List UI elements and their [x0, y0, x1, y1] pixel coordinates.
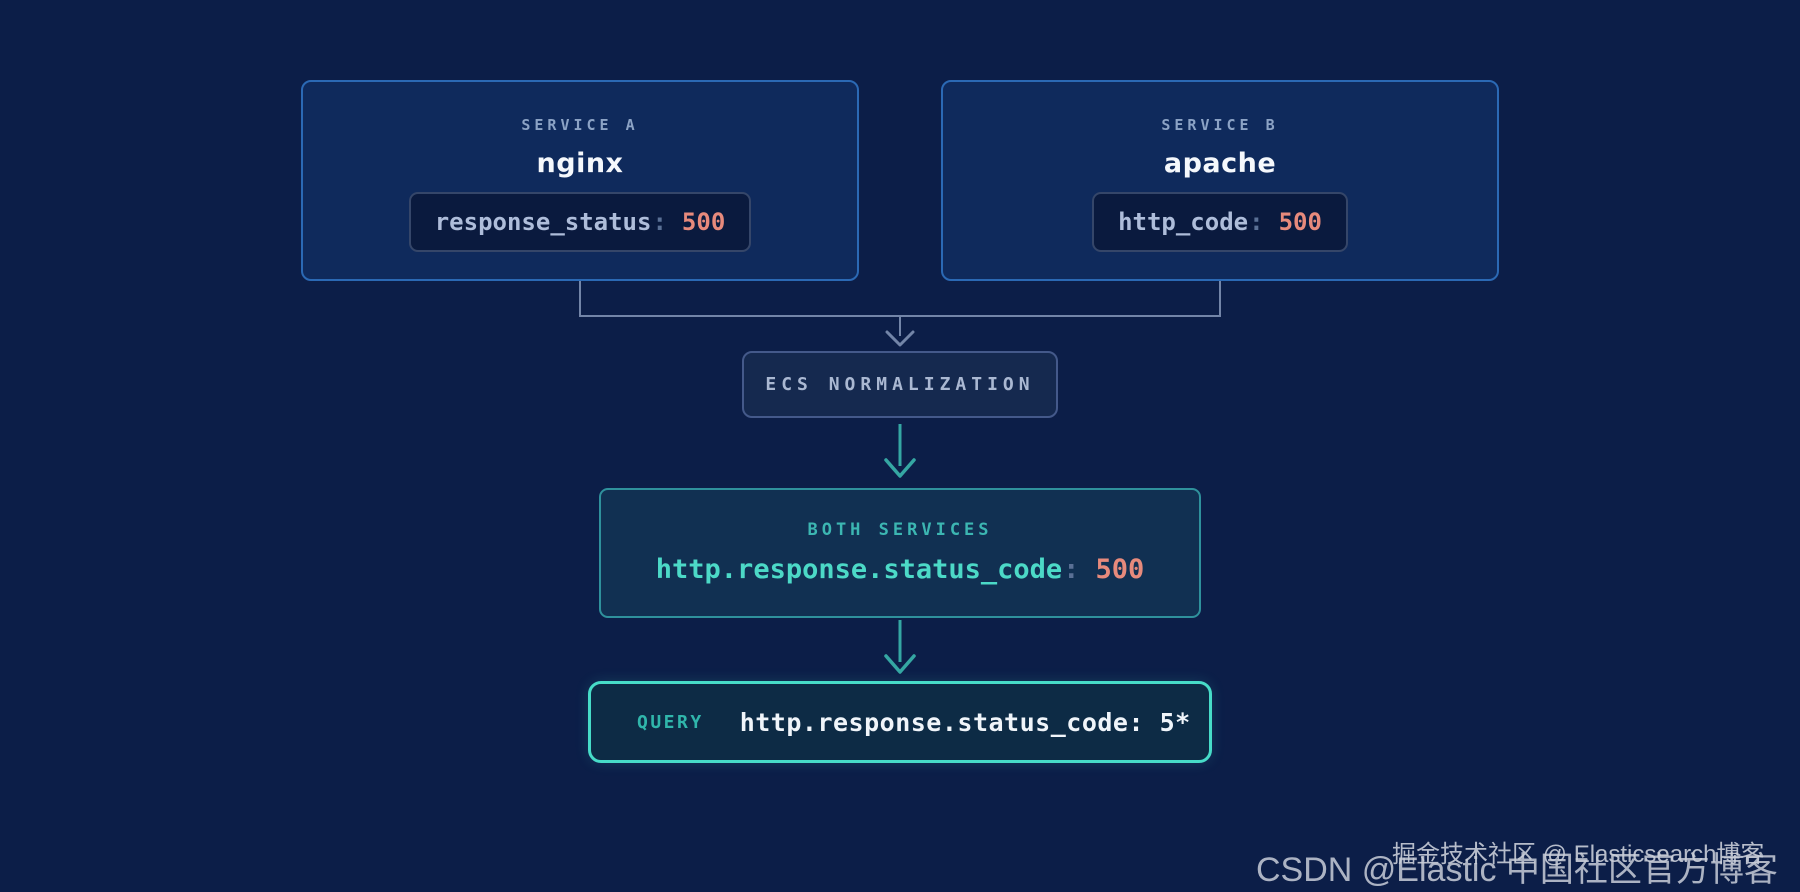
arrow-down-gray-icon [885, 330, 915, 347]
arrow-down-teal-icon [884, 654, 916, 674]
ecs-normalization-node: ECS NORMALIZATION [742, 351, 1058, 418]
query-string: http.response.status_code: 5* [739, 707, 1191, 737]
field-value: 500 [1278, 208, 1322, 236]
arrow-down-teal-icon [884, 458, 916, 478]
service-b-title: SERVICE B [1161, 116, 1279, 134]
arrow-both-to-query [884, 620, 916, 674]
field-key: response_status [434, 208, 652, 236]
merge-connector [579, 281, 1221, 347]
field-colon: : [1249, 208, 1264, 236]
field-value: 500 [681, 208, 726, 236]
service-b-name: apache [1163, 148, 1277, 179]
service-a-name: nginx [536, 148, 624, 179]
query-title: QUERY [637, 711, 704, 733]
csdn-watermark: CSDN @Elastic 中国社区官方博客 [1256, 851, 1778, 889]
field-value: 500 [1095, 554, 1145, 585]
field-key: http_code [1118, 208, 1249, 236]
service-b-node: SERVICE B apache http_code:500 [941, 80, 1499, 281]
arrow-ecs-to-both [884, 424, 916, 478]
field-key: http.response.status_code [655, 554, 1063, 585]
both-services-field-line: http.response.status_code:500 [656, 552, 1144, 588]
both-services-title: BOTH SERVICES [807, 520, 993, 540]
service-a-node: SERVICE A nginx response_status:500 [301, 80, 859, 281]
service-a-field-chip: response_status:500 [408, 192, 752, 252]
service-a-title: SERVICE A [521, 116, 639, 134]
query-node: QUERY http.response.status_code: 5* [588, 681, 1212, 763]
service-b-field-chip: http_code:500 [1092, 192, 1348, 252]
ecs-normalization-label: ECS NORMALIZATION [765, 374, 1035, 395]
juejin-watermark: 掘金技术社区 @ Elasticsearch博客 [1392, 841, 1765, 868]
both-services-node: BOTH SERVICES http.response.status_code:… [599, 488, 1201, 618]
field-colon: : [1063, 554, 1080, 585]
field-colon: : [652, 208, 667, 236]
